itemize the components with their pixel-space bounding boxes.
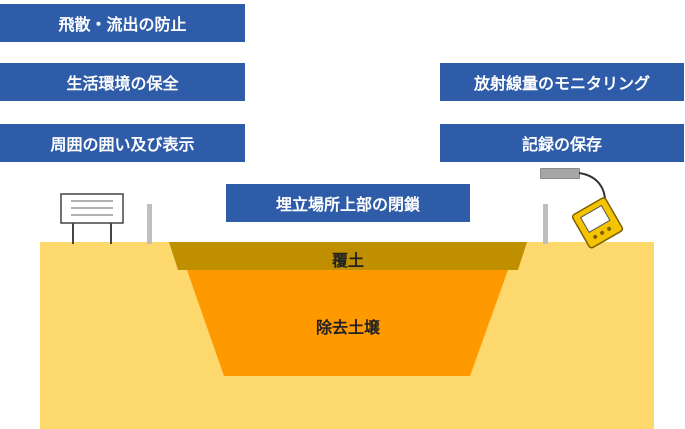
landfill-closure-label: 埋立場所上部の閉鎖	[226, 184, 470, 222]
radiation-monitoring-label: 放射線量のモニタリング	[440, 63, 684, 101]
removed-soil-layer	[187, 270, 508, 376]
record-keeping-label: 記録の保存	[440, 124, 684, 162]
cover-soil-label: 覆土	[331, 251, 365, 270]
left-fence-post	[147, 204, 152, 244]
dosimeter-icon	[540, 168, 624, 249]
signboard-icon	[60, 193, 124, 244]
removed-soil-label: 除去土壌	[315, 318, 381, 337]
fence-sign-label: 周囲の囲い及び表示	[0, 124, 245, 162]
living-environment-label: 生活環境の保全	[0, 63, 245, 101]
right-fence-post	[543, 204, 548, 244]
scatter-prevention-label: 飛散・流出の防止	[0, 4, 245, 42]
cover-soil-layer	[169, 242, 527, 270]
